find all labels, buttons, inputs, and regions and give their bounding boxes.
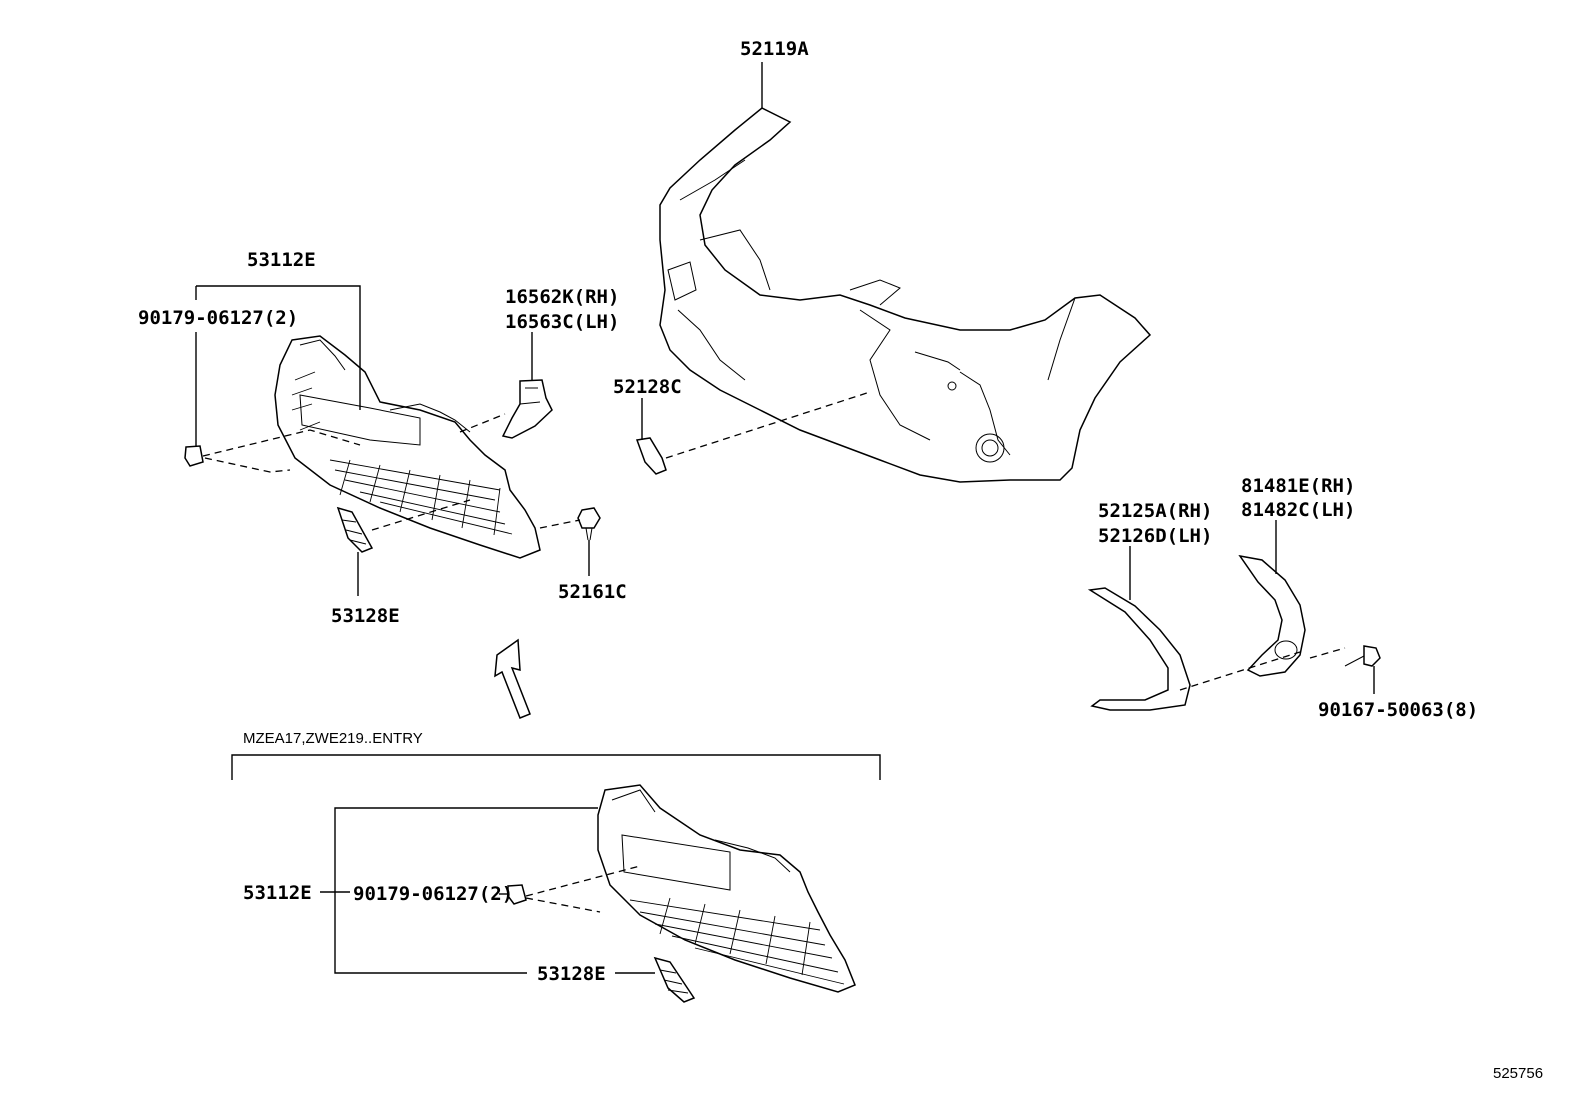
label-clip-bottom: 90179-06127(2) [353, 883, 513, 905]
label-garnish-rh: 52125A(RH) [1098, 500, 1212, 522]
label-bracket-rh: 16562K(RH) [505, 286, 619, 308]
label-foglamp-lh: 81482C(LH) [1241, 499, 1355, 521]
front-grille-top [274, 335, 541, 559]
label-bracket-lh: 16563C(LH) [505, 311, 619, 333]
bumper-bracket [501, 379, 553, 439]
label-clip-top: 90179-06127(2) [138, 307, 298, 329]
label-screw: 90167-50063(8) [1318, 699, 1478, 721]
assembly-lines [202, 391, 1346, 913]
foglamp-cover [1238, 554, 1306, 677]
label-insert-top: 53128E [331, 605, 400, 627]
label-grille-bottom: 53112E [243, 882, 312, 904]
screw [1344, 645, 1381, 667]
retainer [577, 507, 601, 541]
label-garnish-lh: 52126D(LH) [1098, 525, 1212, 547]
lower-garnish [1087, 587, 1191, 711]
view-arrow [494, 638, 531, 719]
grille-insert-bottom [653, 956, 696, 1003]
reflector [635, 437, 667, 475]
label-insert-bottom: 53128E [537, 963, 606, 985]
label-variant-note: MZEA17,ZWE219..ENTRY [243, 730, 423, 747]
label-reflector: 52128C [613, 376, 682, 398]
bumper-cover [659, 107, 1152, 483]
label-bumper-cover: 52119A [740, 38, 809, 60]
leader-lines [195, 62, 1375, 974]
clip-top [184, 445, 204, 467]
variant-bracket [231, 754, 881, 780]
label-diagram-id: 525756 [1493, 1065, 1543, 1082]
label-grille-top: 53112E [247, 249, 316, 271]
grille-insert-top [336, 506, 374, 553]
label-foglamp-rh: 81481E(RH) [1241, 475, 1355, 497]
front-grille-bottom [597, 784, 856, 993]
label-retainer: 52161C [558, 581, 627, 603]
